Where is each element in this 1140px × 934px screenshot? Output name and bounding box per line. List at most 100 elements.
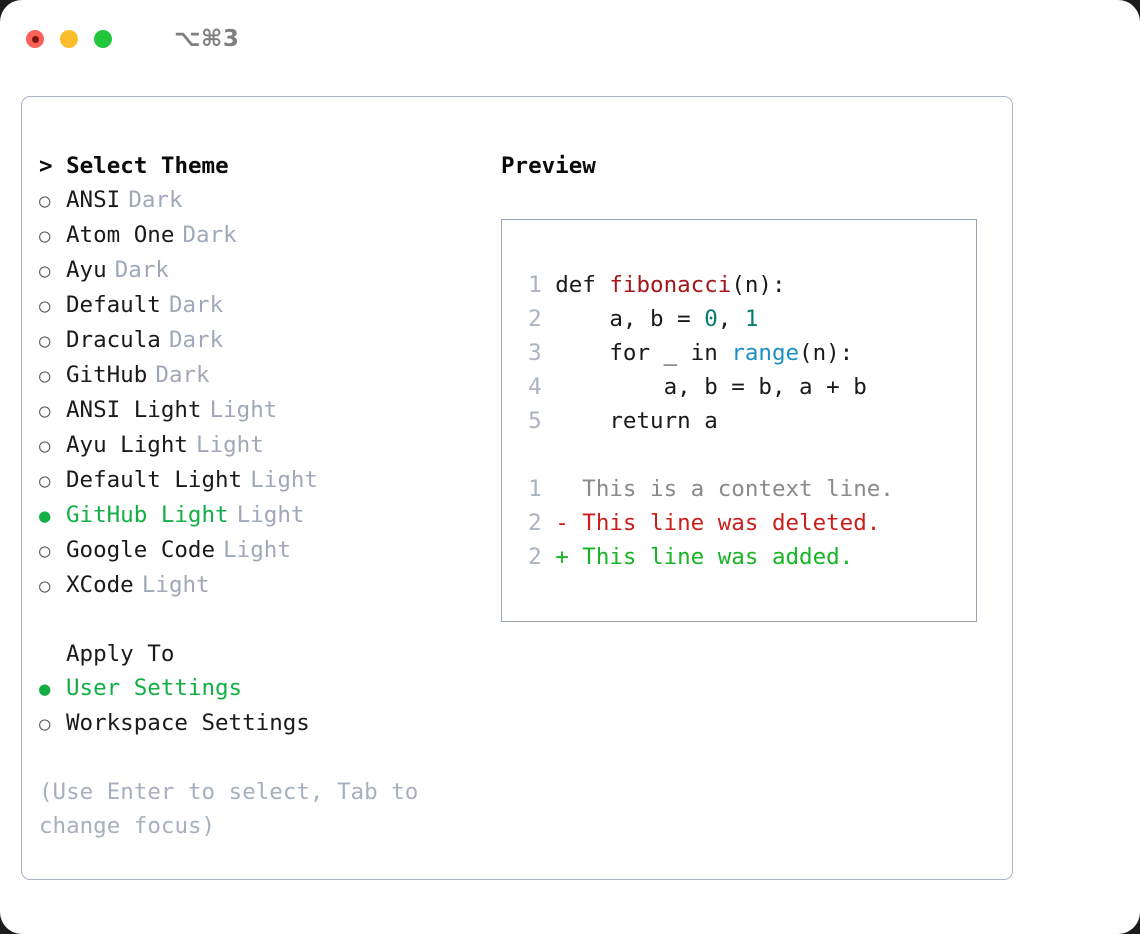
radio-unselected-icon: ○ — [39, 540, 51, 562]
radio-unselected-icon: ○ — [39, 190, 51, 212]
theme-option-name: Atom One — [66, 222, 175, 248]
theme-option-category: Dark — [128, 187, 183, 213]
line-number: 2 — [528, 306, 542, 332]
theme-option-name: Ayu — [66, 257, 107, 283]
maximize-button-icon[interactable] — [94, 30, 112, 48]
radio-unselected-icon: ○ — [39, 225, 51, 247]
code-line: 1 def fibonacci(n): — [520, 268, 976, 302]
theme-option-category: Light — [236, 502, 305, 528]
code-line: 4 a, b = b, a + b — [520, 370, 976, 404]
theme-option-category: Light — [141, 572, 210, 598]
theme-option-ansi-light[interactable]: ○ ANSI Light Light — [39, 393, 489, 428]
code-token-plain: (n): — [731, 272, 786, 298]
diff-marker — [555, 472, 569, 506]
radio-unselected-icon: ○ — [39, 435, 51, 457]
diff-line-add: 2 + This line was added. — [520, 540, 976, 574]
theme-option-name: Google Code — [66, 537, 216, 563]
apply-to-option-name: Workspace Settings — [66, 710, 310, 736]
line-number: 2 — [528, 544, 542, 570]
title-bar: ⌥⌘3 — [0, 0, 1140, 78]
code-token-plain: def — [555, 272, 610, 298]
code-line: 5 return a — [520, 404, 976, 438]
theme-option-xcode[interactable]: ○ XCode Light — [39, 568, 489, 603]
theme-option-google-code[interactable]: ○ Google Code Light — [39, 533, 489, 568]
code-token-plain: a, b = b, a + b — [555, 374, 867, 400]
theme-option-name: GitHub Light — [66, 502, 229, 528]
radio-unselected-icon: ○ — [39, 400, 51, 422]
theme-option-github-light[interactable]: ● GitHub Light Light — [39, 498, 489, 533]
line-number: 2 — [528, 510, 542, 536]
radio-selected-icon: ● — [39, 678, 51, 700]
code-token-num: 1 — [744, 306, 759, 332]
apply-to-option-name: User Settings — [66, 675, 243, 701]
radio-unselected-icon: ○ — [39, 713, 51, 735]
theme-option-category: Dark — [168, 327, 224, 353]
code-line: 3 for _ in range(n): — [520, 336, 976, 370]
theme-option-category: Light — [223, 537, 291, 563]
minimize-button-icon[interactable] — [60, 30, 78, 48]
preview-spacer — [520, 438, 976, 472]
theme-option-dracula[interactable]: ○ Dracula Dark — [39, 323, 489, 358]
theme-option-atom-one[interactable]: ○ Atom One Dark — [39, 218, 489, 253]
theme-option-category: Light — [250, 467, 318, 493]
theme-option-name: Default Light — [66, 467, 243, 493]
diff-sample: 1 This is a context line.2- This line wa… — [520, 472, 976, 574]
theme-option-category: Dark — [155, 362, 210, 388]
diff-text: This line was added. — [568, 544, 854, 570]
theme-option-name: Default — [66, 292, 161, 318]
radio-unselected-icon: ○ — [39, 575, 51, 597]
theme-option-ansi[interactable]: ○ ANSI Dark — [39, 183, 489, 218]
theme-option-name: Dracula — [66, 327, 161, 353]
apply-to-option-list[interactable]: ● User Settings ○ Workspace Settings — [39, 671, 489, 741]
theme-option-category: Dark — [114, 257, 169, 283]
radio-unselected-icon: ○ — [39, 330, 51, 352]
keyboard-shortcut-label: ⌥⌘3 — [174, 26, 240, 52]
line-number: 5 — [528, 408, 542, 434]
code-line: 2 a, b = 0, 1 — [520, 302, 976, 336]
theme-option-category: Light — [209, 397, 278, 423]
radio-selected-icon: ● — [39, 505, 51, 527]
apply-to-header: Apply To — [66, 641, 175, 667]
apply-to-option-workspace-settings[interactable]: ○ Workspace Settings — [39, 706, 489, 741]
radio-unselected-icon: ○ — [39, 295, 51, 317]
code-token-plain: , — [717, 306, 745, 332]
recording-indicator-icon — [31, 35, 39, 43]
line-number: 1 — [528, 476, 542, 502]
diff-marker: + — [555, 544, 569, 570]
close-button-icon[interactable] — [26, 30, 44, 48]
code-token-plain: return a — [555, 408, 718, 434]
diff-text: This is a context line. — [568, 476, 894, 502]
code-token-func: fibonacci — [609, 272, 732, 298]
theme-option-name: Ayu Light — [66, 432, 188, 458]
radio-unselected-icon: ○ — [39, 470, 51, 492]
select-theme-header: > Select Theme — [39, 153, 229, 179]
theme-option-name: XCode — [66, 572, 134, 598]
radio-unselected-icon: ○ — [39, 365, 51, 387]
line-number: 1 — [528, 272, 542, 298]
theme-option-github[interactable]: ○ GitHub Dark — [39, 358, 489, 393]
section-spacer — [39, 603, 489, 637]
code-token-num: 0 — [704, 306, 718, 332]
code-token-plain: for _ in — [555, 340, 732, 366]
theme-option-default[interactable]: ○ Default Dark — [39, 288, 489, 323]
theme-option-category: Dark — [182, 222, 237, 248]
apply-to-option-user-settings[interactable]: ● User Settings — [39, 671, 489, 706]
diff-line-del: 2- This line was deleted. — [520, 506, 976, 540]
preview-header: Preview — [501, 153, 596, 179]
code-token-plain: a, b = — [555, 306, 705, 332]
theme-option-default-light[interactable]: ○ Default Light Light — [39, 463, 489, 498]
theme-option-name: GitHub — [66, 362, 148, 388]
theme-option-category: Dark — [168, 292, 224, 318]
diff-line-ctx: 1 This is a context line. — [520, 472, 976, 506]
code-token-plain: (n): — [799, 340, 854, 366]
line-number: 3 — [528, 340, 542, 366]
theme-option-name: ANSI Light — [66, 397, 202, 423]
theme-option-name: ANSI — [66, 187, 121, 213]
